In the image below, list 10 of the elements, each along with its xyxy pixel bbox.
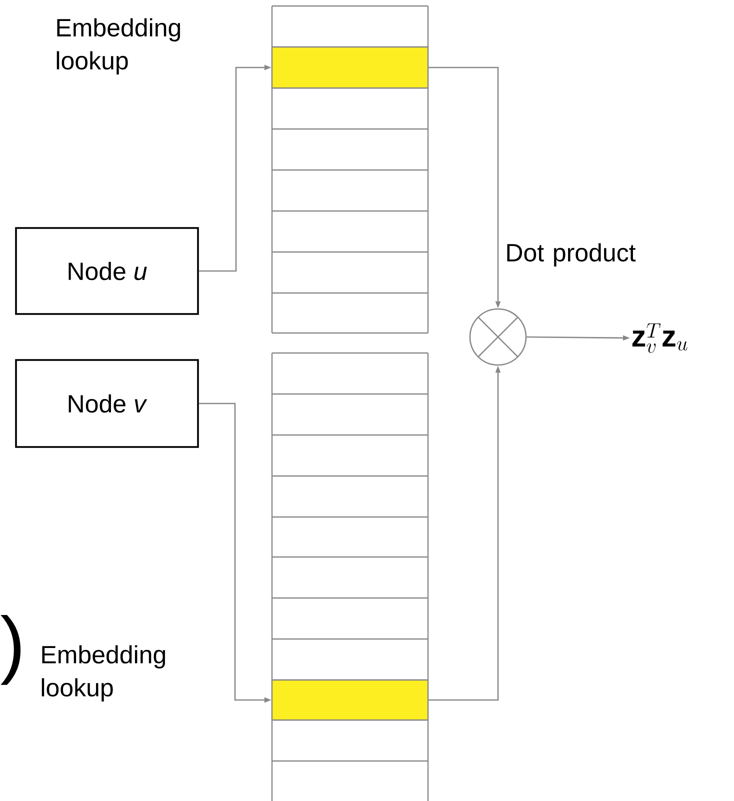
edge-label: Dot product [507, 243, 636, 266]
multiply-circle [469, 308, 527, 366]
highlighted-row [271, 46, 429, 89]
edge-label: Embedding lookup [42, 645, 166, 702]
highlighted-row [271, 679, 429, 721]
node-box: Node v [15, 359, 199, 448]
bracket-symbol: ) [0, 615, 21, 685]
node-box: Node u [15, 227, 199, 315]
formula: $\mathbf{z}_v^T\mathbf{z}_u$ [632, 323, 688, 353]
edge-label: Embedding lookup [56, 18, 180, 74]
